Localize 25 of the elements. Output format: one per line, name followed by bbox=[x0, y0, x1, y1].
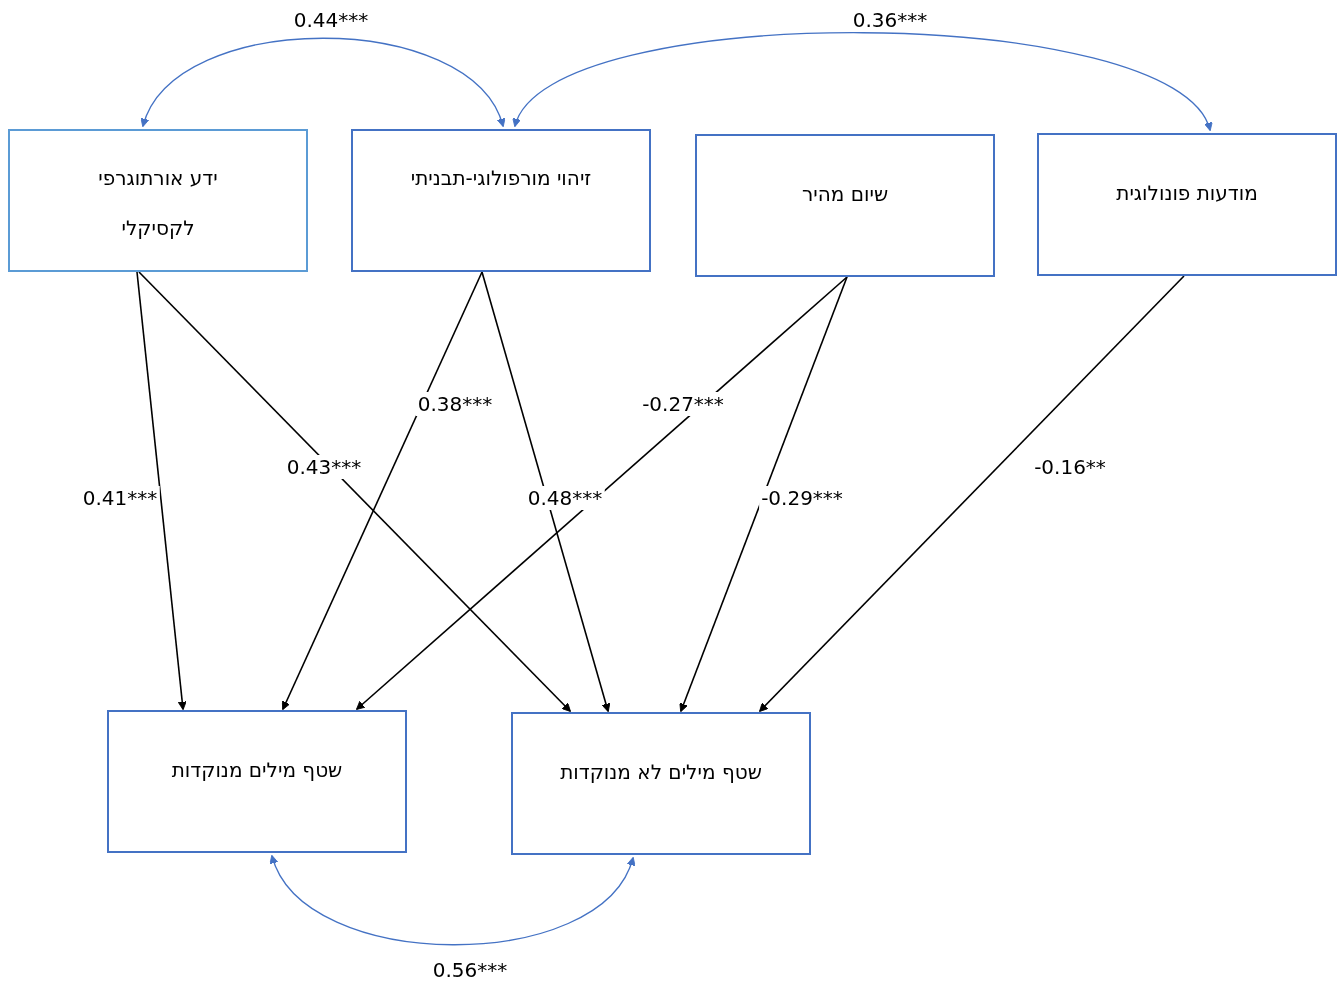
path-arrow bbox=[136, 271, 187, 711]
variable-box bbox=[1037, 133, 1337, 276]
variable-label: שטף מילים מנוקדות bbox=[171, 757, 343, 783]
path-arrow bbox=[679, 276, 848, 713]
variable-label: ידע אורתוגרפי לקסיקלי bbox=[97, 165, 219, 242]
variable-box bbox=[107, 710, 407, 853]
variable-label: מודעות פונולוגית bbox=[1116, 180, 1258, 206]
path-arrow bbox=[138, 271, 571, 712]
variable-box bbox=[511, 712, 811, 855]
variable-box bbox=[8, 129, 308, 272]
variable-box bbox=[695, 134, 995, 277]
variable-box bbox=[351, 129, 651, 272]
variable-label: שיום מהיר bbox=[801, 181, 889, 207]
path-arrow bbox=[759, 275, 1185, 712]
correlation-arrow bbox=[271, 854, 634, 946]
edge-label: -0.29*** bbox=[759, 486, 845, 510]
path-arrow bbox=[281, 271, 483, 711]
edge-label: 0.38*** bbox=[415, 392, 495, 416]
variable-label: שטף מילים לא מנוקדות bbox=[560, 759, 762, 785]
edge-label: -0.27*** bbox=[640, 392, 726, 416]
correlation-arrow bbox=[514, 32, 1211, 132]
path-arrow bbox=[356, 276, 848, 710]
path-arrow bbox=[481, 271, 611, 713]
variable-label: זיהוי מורפולוגי-תבניתי bbox=[410, 165, 592, 192]
correlation-arrow bbox=[142, 37, 504, 128]
